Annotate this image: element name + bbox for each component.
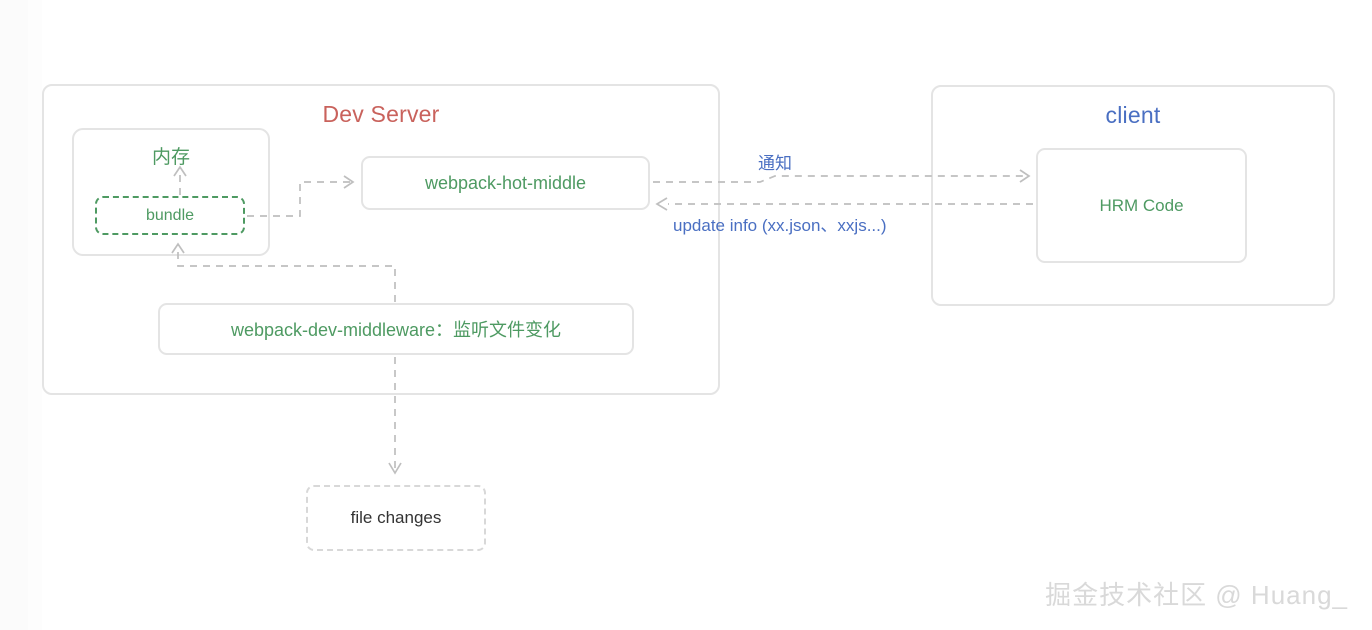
edge-label-notify: 通知: [758, 154, 792, 173]
webpack-dev-middleware-node: webpack-dev-middleware：监听文件变化: [158, 303, 634, 355]
watermark: 掘金技术社区 @ Huang_: [1045, 580, 1348, 610]
left-gutter-strip-secondary: [28, 0, 42, 630]
left-gutter-strip: [0, 0, 28, 630]
dev-server-title: Dev Server: [322, 101, 440, 127]
arrow-head-dev-middleware-to-file-changes: [388, 462, 402, 475]
client-title: client: [1105, 102, 1161, 128]
webpack-hot-middle-node: webpack-hot-middle: [361, 156, 650, 210]
file-changes-node: file changes: [306, 485, 486, 551]
bundle-node: bundle: [95, 196, 245, 235]
memory-container: 内存: [72, 128, 270, 256]
memory-label: 内存: [151, 147, 190, 168]
edge-label-update-info: update info (xx.json、xxjs...): [673, 216, 887, 235]
hrm-code-node: HRM Code: [1036, 148, 1247, 263]
